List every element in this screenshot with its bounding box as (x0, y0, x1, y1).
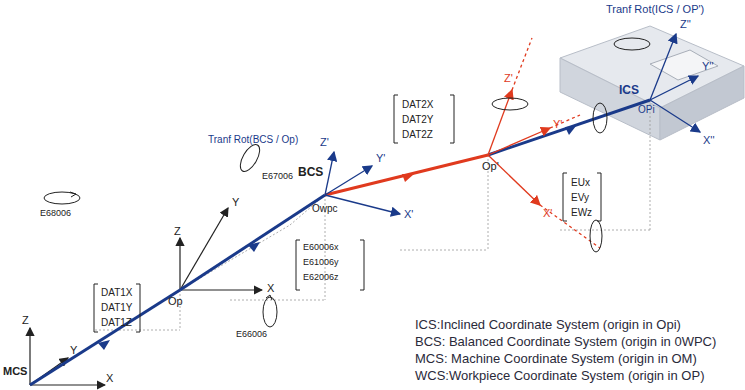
axis-label: X'' (703, 134, 715, 146)
axis-label: E61006y (303, 258, 339, 268)
axis-label: Tranf Rot(ICS / OP') (606, 3, 704, 15)
axis-label: X' (404, 208, 413, 220)
axis-label: EVy (571, 192, 589, 203)
axis-label: Op' (482, 160, 499, 172)
axis-label: Z (174, 225, 181, 237)
legend-note: BCS: Balanced Coordinate System (origin … (415, 335, 716, 349)
axis-label: OPi (638, 104, 655, 115)
axis-label: MCS (3, 365, 27, 377)
axis-label: E68006 (40, 209, 71, 219)
axis-label: EUx (571, 177, 590, 188)
legend-note: WCS:Workpiece Coordinate System (origin … (415, 369, 704, 383)
axis-label: Z' (504, 72, 513, 84)
axis-label: Y (70, 344, 77, 356)
axis-label: X' (543, 207, 552, 219)
axis-label: DAT1X (101, 287, 133, 298)
axis-label: X (267, 282, 274, 294)
axis-label: DAT2Z (402, 129, 433, 140)
axis-label: DAT1Y (101, 302, 133, 313)
axis-label: E66006 (236, 330, 267, 340)
axis-label: Op (168, 295, 183, 307)
axis-label: ICS (619, 84, 639, 97)
axis-label: Z'' (680, 18, 691, 30)
axis-label: E67006 (262, 172, 293, 182)
axis-label: DAT2Y (402, 114, 434, 125)
axis-label: DAT1Z (101, 317, 132, 328)
legend-note: ICS:Inclined Coordinate System (origin i… (415, 318, 681, 332)
axis-label: E62006z (303, 273, 339, 283)
axis-label: DAT2X (402, 99, 434, 110)
axis-label: Z (22, 314, 29, 326)
axis-label: BCS (298, 166, 323, 179)
axis-label: Z' (320, 136, 329, 148)
axis-label: Tranf Rot(BCS / Op) (208, 134, 298, 145)
axis-label: X (106, 372, 113, 384)
axis-label: Y (232, 196, 239, 208)
axis-label: EWz (571, 207, 592, 218)
legend-note: MCS: Machine Coordinate System (origin i… (415, 352, 697, 366)
axis-label: Owpc (312, 203, 338, 214)
axis-label: Y' (553, 118, 562, 130)
axis-label: E60006x (303, 243, 339, 253)
axis-label: Y' (376, 152, 385, 164)
axis-label: Y'' (702, 60, 714, 72)
